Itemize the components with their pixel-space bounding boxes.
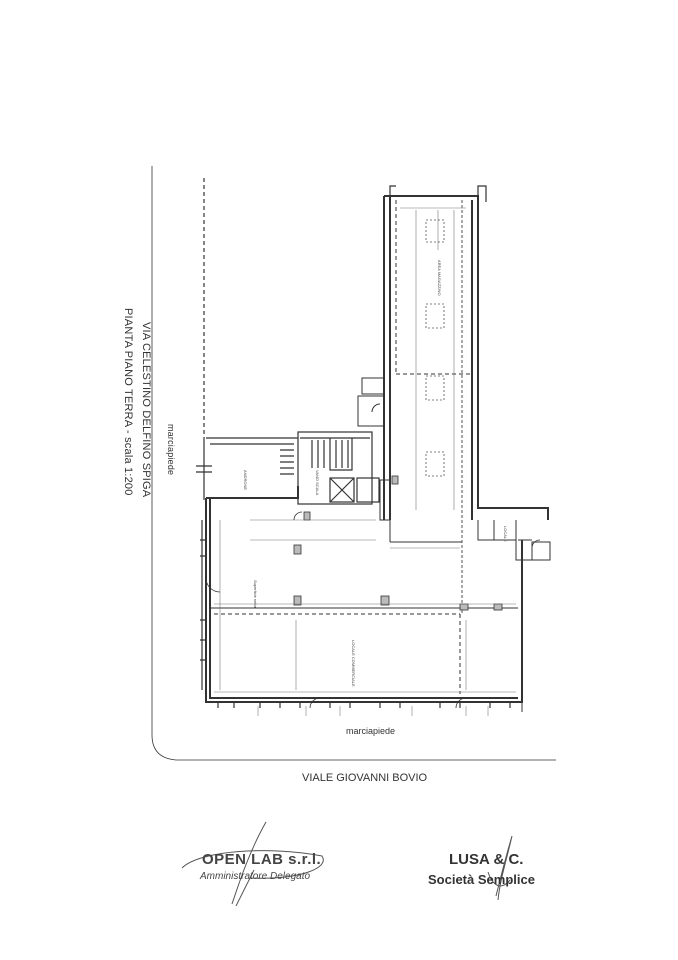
- doors: [205, 511, 541, 709]
- facade-windows: [200, 520, 511, 708]
- svg-text:VANO SCALA: VANO SCALA: [315, 470, 320, 496]
- partitions: [210, 200, 548, 694]
- tiny-annotations: [257, 706, 489, 716]
- room-boxes: [425, 219, 445, 477]
- lusa-role: Società Semplice: [428, 872, 535, 887]
- open-lab-stamp: OPEN LAB s.r.l. Amministratore Delegato: [178, 848, 328, 894]
- stair-block: [297, 431, 380, 505]
- sidewalk-left-label: marciapiede: [166, 424, 176, 476]
- open-lab-role: Amministratore Delegato: [200, 871, 311, 882]
- right-annex: [518, 539, 551, 712]
- street-name-bottom: VIALE GIOVANNI BOVIO: [302, 772, 428, 784]
- open-lab-brand: OPEN LAB s.r.l.: [202, 851, 322, 868]
- outer-walls: [205, 195, 549, 703]
- plan-title: PIANTA PIANO TERRA - scala 1:200: [122, 308, 134, 496]
- lusa-stamp: LUSA & C. Società Semplice: [424, 848, 564, 898]
- signatures: [181, 821, 513, 907]
- svg-text:ANDRONE: ANDRONE: [243, 470, 248, 490]
- pillars: [293, 475, 503, 611]
- svg-text:LOCALE: LOCALE: [503, 526, 508, 542]
- service-rooms: [357, 377, 391, 521]
- curb-line: [151, 166, 556, 761]
- svg-text:LOCALE COMMERCIALE: LOCALE COMMERCIALE: [351, 640, 356, 687]
- sidewalk-bottom-label: marciapiede: [346, 726, 396, 736]
- entrance-area: [196, 437, 298, 475]
- street-name-left: VIA CELESTINO DELFINO SPIGA: [140, 322, 152, 498]
- lusa-brand: LUSA & C.: [449, 851, 524, 868]
- dimension-lines: [214, 207, 516, 693]
- svg-text:Superficie netta: Superficie netta: [253, 580, 258, 609]
- svg-text:AREA MAGAZZINO: AREA MAGAZZINO: [437, 260, 442, 296]
